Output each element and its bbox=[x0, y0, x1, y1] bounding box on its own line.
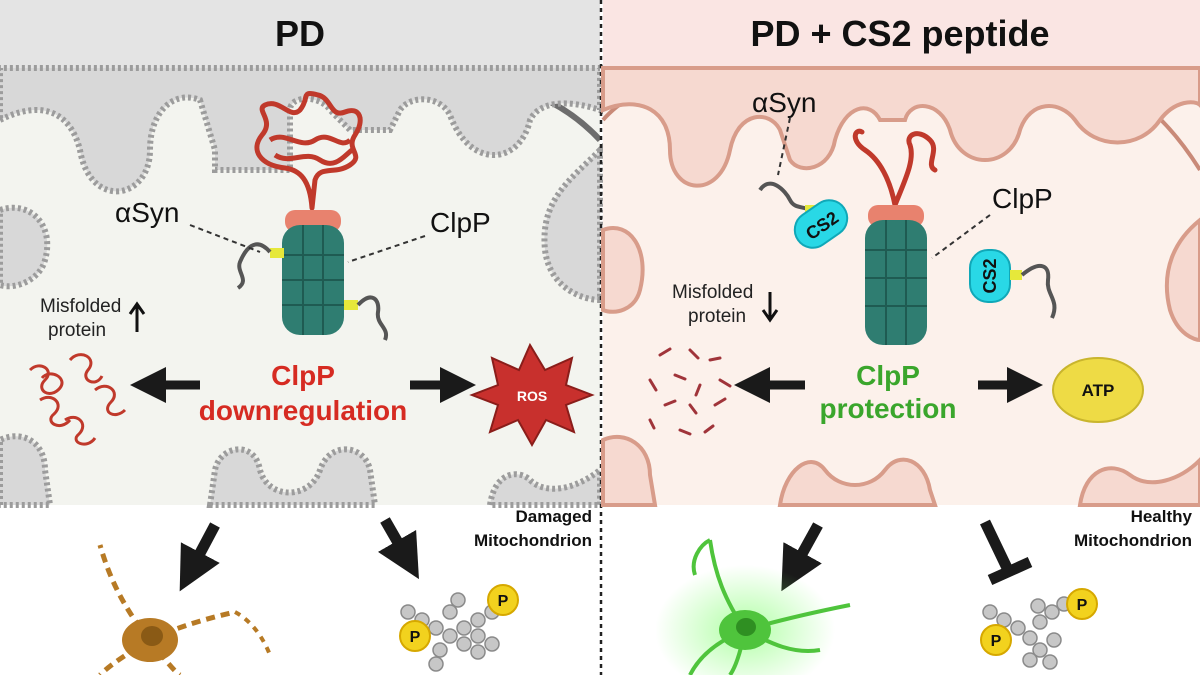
right-clpp-label: ClpP bbox=[992, 183, 1053, 214]
up-arrow-icon bbox=[128, 301, 146, 332]
right-mito-label-2: Mitochondrion bbox=[1074, 531, 1192, 550]
ros-burst: ROS bbox=[469, 342, 595, 448]
misfolded-aggregates bbox=[28, 353, 127, 446]
cs2-bound-asyn-2: CS2 bbox=[969, 249, 1057, 319]
left-mito-label-2: Mitochondrion bbox=[474, 531, 592, 550]
right-mito-label-1: Healthy bbox=[1131, 507, 1193, 526]
atp-blob: ATP bbox=[1052, 357, 1144, 423]
degenerating-neuron bbox=[97, 544, 272, 675]
phospho-label-left-1: P bbox=[410, 629, 421, 646]
ros-label: ROS bbox=[517, 388, 547, 404]
left-misfolded-label-2: protein bbox=[48, 320, 106, 341]
phospho-label-right-1: P bbox=[991, 633, 1002, 650]
right-title: PD + CS2 peptide bbox=[750, 13, 1049, 54]
right-status-line-2: protection bbox=[820, 393, 957, 424]
cs2-bound-asyn-1: CS2 bbox=[758, 181, 849, 249]
right-misfolded-label-2: protein bbox=[688, 306, 746, 327]
left-misfolded-label-1: Misfolded bbox=[40, 296, 121, 317]
left-status-line-1: ClpP bbox=[271, 360, 335, 391]
left-clpp-label: ClpP bbox=[430, 207, 491, 238]
left-status-line-2: downregulation bbox=[199, 395, 407, 426]
left-header-bg bbox=[0, 0, 600, 68]
left-mito-label-1: Damaged bbox=[515, 507, 592, 526]
left-panel: PD bbox=[0, 0, 603, 675]
phospho-label-right-2: P bbox=[1077, 597, 1088, 614]
right-header-bg bbox=[603, 0, 1200, 68]
tangled-asyn-left bbox=[254, 91, 363, 211]
right-status-line-1: ClpP bbox=[856, 360, 920, 391]
right-asyn-label: αSyn bbox=[752, 87, 816, 118]
clpp-complex-left bbox=[236, 91, 389, 341]
asyn-strand-right bbox=[852, 128, 938, 208]
inhibition-arrow bbox=[980, 519, 1033, 586]
clpp-complex-right bbox=[852, 128, 938, 345]
left-title: PD bbox=[275, 13, 325, 54]
cs2-label-2: CS2 bbox=[980, 258, 1000, 293]
phospho-label-left-2: P bbox=[498, 593, 509, 610]
left-asyn-label: αSyn bbox=[115, 197, 179, 228]
atp-label: ATP bbox=[1082, 381, 1115, 400]
right-panel: PD + CS2 peptide CS2 bbox=[601, 0, 1200, 675]
phospho-asyn-left: P P bbox=[399, 584, 519, 672]
phospho-asyn-right: P P bbox=[980, 588, 1098, 670]
down-arrow-icon bbox=[761, 292, 779, 323]
right-misfolded-label-1: Misfolded bbox=[672, 282, 753, 303]
degraded-fragments bbox=[648, 347, 732, 436]
healthy-neuron bbox=[655, 538, 851, 675]
